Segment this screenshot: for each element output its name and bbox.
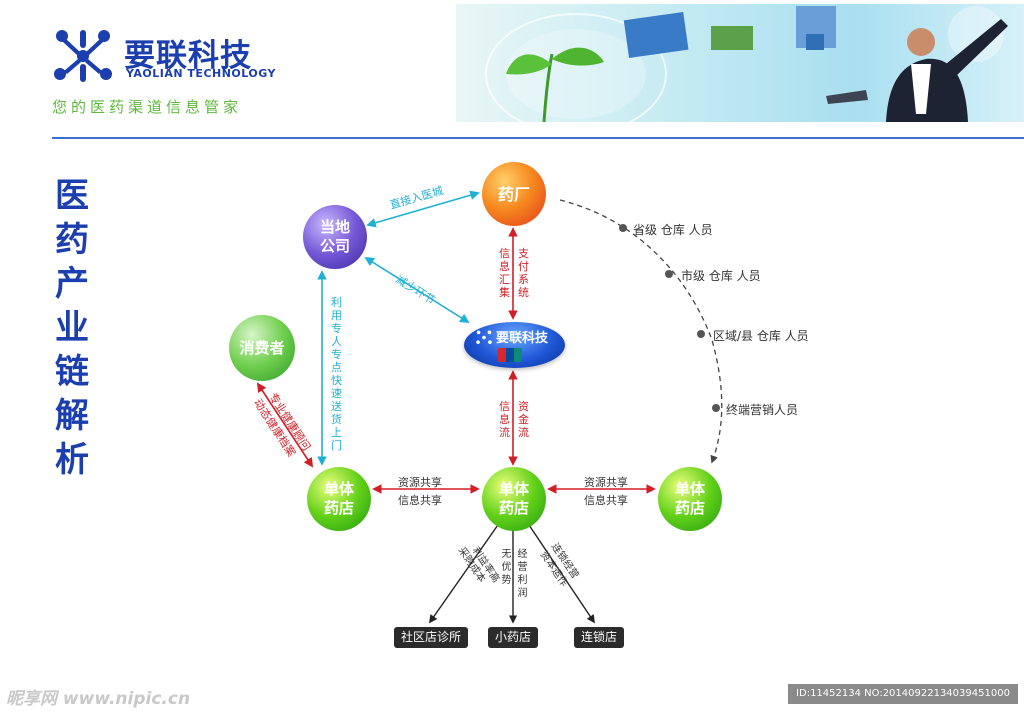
chain-dot-3 <box>697 330 705 338</box>
local-line-2: 公司 <box>319 237 350 255</box>
chain-level-2: 市级 仓库 人员 <box>681 269 761 283</box>
outcome-chain-store: 连锁店 <box>574 627 625 648</box>
watermark-text: 昵享网 www.nipic.cn <box>6 689 191 709</box>
label-local-store: 利用专人专点快速送货上门 <box>331 296 342 452</box>
label-store23-bottom: 信息共享 <box>584 494 628 507</box>
label-branch2-b: 经营利润 <box>517 549 528 599</box>
label-store12-top: 资源共享 <box>398 476 442 489</box>
store-line-1: 单体 <box>323 480 354 498</box>
edge-branch-3 <box>526 521 595 624</box>
local-line-1: 当地 <box>319 218 350 236</box>
store-line-2: 药店 <box>674 499 705 517</box>
side-title: 医药产业链解析 <box>55 176 89 480</box>
chain-dot-4 <box>712 404 720 412</box>
node-pharmacy-right: 单体药店 <box>658 467 722 531</box>
unionpay-icon <box>498 348 522 362</box>
header-banner <box>456 4 1024 122</box>
banner-art <box>485 6 1008 122</box>
node-pharmacy-left: 单体药店 <box>307 467 371 531</box>
store-line-2: 药店 <box>498 499 529 517</box>
store-line-2: 药店 <box>323 499 354 517</box>
node-pharmacy-center: 单体药店 <box>482 467 546 531</box>
chain-dot-2 <box>665 270 673 278</box>
label-pharma-hub-left: 信息汇集 <box>499 247 510 299</box>
slogan: 您的医药渠道信息管家 <box>52 98 243 116</box>
header-divider <box>52 137 1024 139</box>
node-local-company: 当地公司 <box>303 205 367 269</box>
outcome-small-pharmacy: 小药店 <box>488 627 539 648</box>
edge-consumer-store <box>256 382 314 468</box>
brand-name: 要联科技 <box>124 38 252 74</box>
edge-local-hub <box>364 256 470 324</box>
edge-branch-1 <box>429 521 501 624</box>
chain-dot-1 <box>619 224 627 232</box>
chain-level-3: 区域/县 仓库 人员 <box>713 329 809 343</box>
hub-logo-icon <box>476 330 492 344</box>
brand-logo-icon <box>54 30 112 82</box>
label-store23-top: 资源共享 <box>584 476 628 489</box>
store-line-1: 单体 <box>674 480 705 498</box>
label-hub-store-right: 资金流 <box>518 400 529 439</box>
label-pharma-hub-right: 支付系统 <box>518 247 529 299</box>
edge-local-pharma <box>366 190 480 228</box>
store-line-1: 单体 <box>498 480 529 498</box>
label-hub-store-left: 信息流 <box>499 400 510 439</box>
hub-label: 要联科技 <box>496 331 549 346</box>
node-consumer: 消费者 <box>229 315 295 381</box>
brand-name-en: YAOLIAN TECHNOLOGY <box>126 67 277 80</box>
outcome-community-clinic: 社区店诊所 <box>394 627 469 648</box>
node-pharma-factory: 药厂 <box>482 162 546 226</box>
chain-level-1: 省级 仓库 人员 <box>633 223 713 237</box>
label-store12-bottom: 信息共享 <box>398 494 442 507</box>
image-id-bar: ID:11452134 NO:20140922134039451000 <box>788 684 1018 704</box>
label-branch2-a: 无优势 <box>501 549 512 586</box>
chain-level-4: 终端营销人员 <box>726 403 799 417</box>
